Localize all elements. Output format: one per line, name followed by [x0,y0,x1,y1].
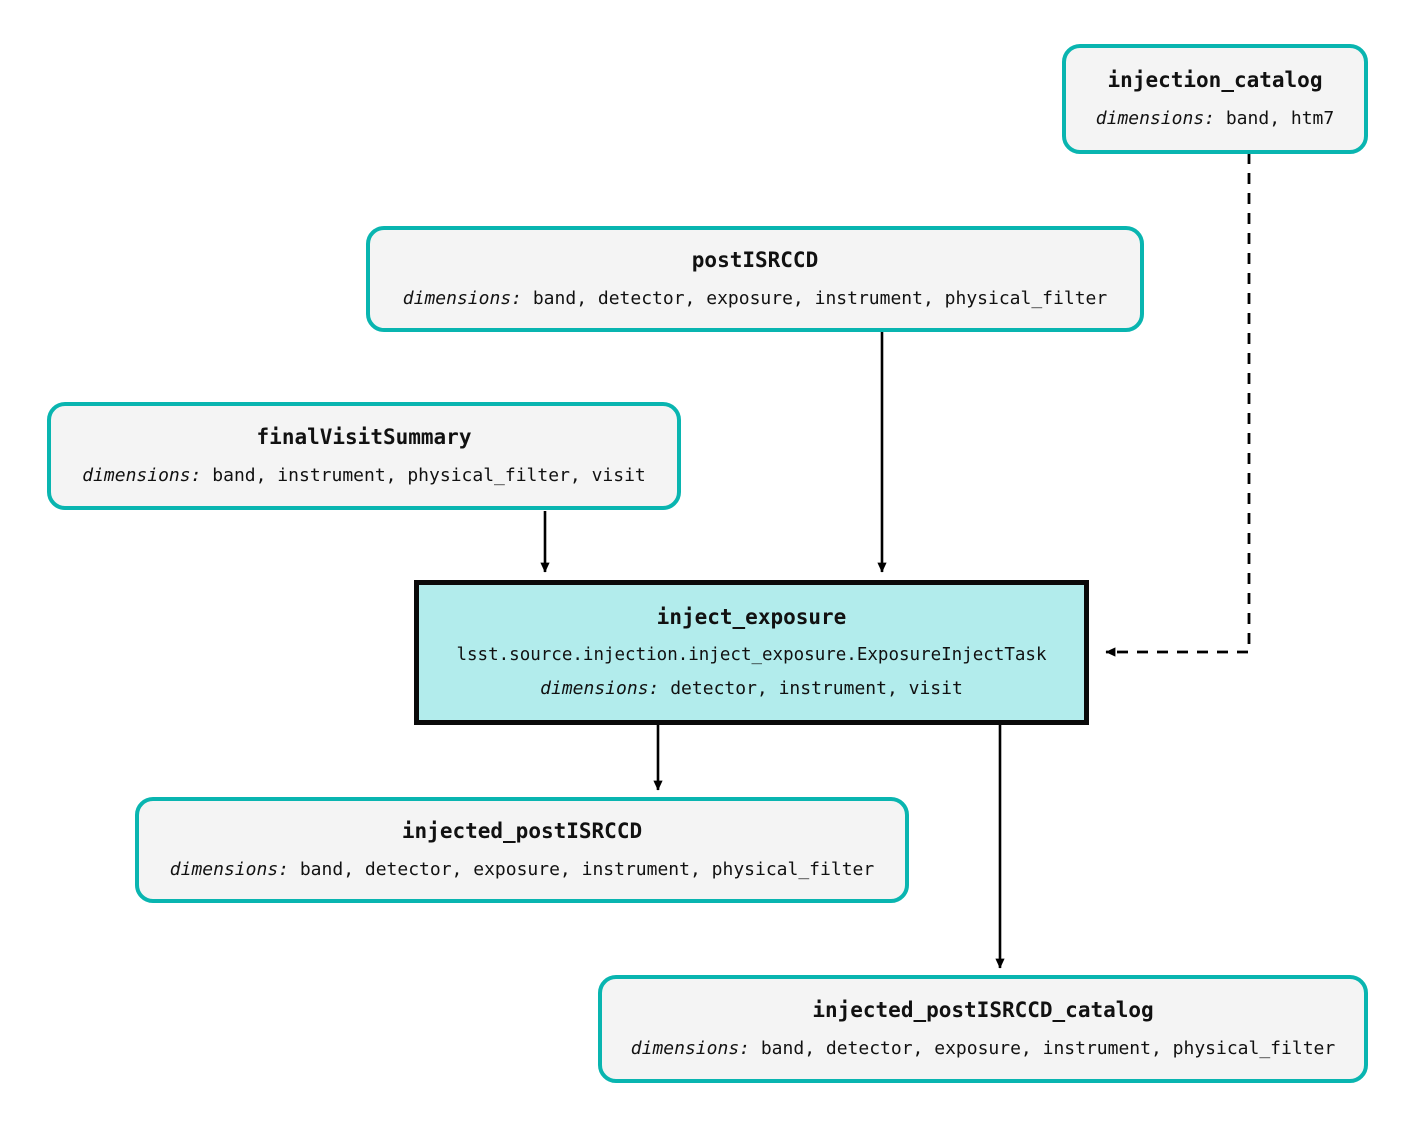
dimensions-value: band, detector, exposure, instrument, ph… [532,288,1108,310]
node-dimensions: dimensions: band, instrument, physical_f… [82,466,646,486]
dimensions-value: band, instrument, physical_filter, visit [212,465,646,487]
node-title: injected_postISRCCD [401,819,643,844]
node-title: finalVisitSummary [256,425,472,450]
dimensions-label: dimensions: [169,859,289,881]
node-finalVisitSummary[interactable]: finalVisitSummary dimensions: band, inst… [47,402,681,510]
dimensions-label: dimensions: [540,677,660,699]
node-title: inject_exposure [656,605,847,630]
node-title: postISRCCD [691,248,819,273]
node-dimensions: dimensions: detector, instrument, visit [540,677,963,699]
node-title: injected_postISRCCD_catalog [812,998,1154,1023]
dimensions-label: dimensions: [1095,108,1215,130]
node-injected-postISRCCD[interactable]: injected_postISRCCD dimensions: band, de… [135,797,909,903]
node-dimensions: dimensions: band, detector, exposure, in… [170,860,874,880]
node-dimensions: dimensions: band, htm7 [1096,109,1334,129]
node-inject-exposure[interactable]: inject_exposure lsst.source.injection.in… [414,580,1089,725]
node-class-path: lsst.source.injection.inject_exposure.Ex… [456,644,1047,665]
node-dimensions: dimensions: band, detector, exposure, in… [631,1039,1335,1059]
node-injection-catalog[interactable]: injection_catalog dimensions: band, htm7 [1062,44,1368,154]
node-postISRCCD[interactable]: postISRCCD dimensions: band, detector, e… [366,226,1144,332]
dimensions-value: band, htm7 [1225,108,1335,130]
dimensions-label: dimensions: [402,288,522,310]
dimensions-value: detector, instrument, visit [670,677,963,699]
node-injected-postISRCCD-catalog[interactable]: injected_postISRCCD_catalog dimensions: … [598,975,1368,1083]
dimensions-value: band, detector, exposure, instrument, ph… [299,859,875,881]
node-dimensions: dimensions: band, detector, exposure, in… [403,289,1107,309]
dimensions-value: band, detector, exposure, instrument, ph… [760,1038,1336,1060]
dimensions-label: dimensions: [630,1038,750,1060]
dimensions-label: dimensions: [82,465,202,487]
node-title: injection_catalog [1107,68,1323,93]
